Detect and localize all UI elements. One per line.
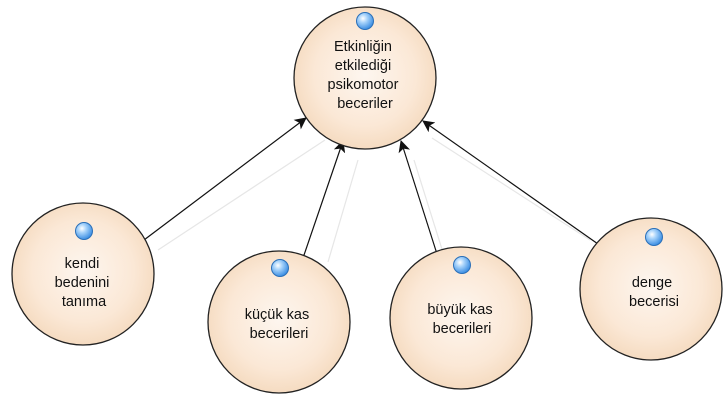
blue-dot-icon [271, 259, 289, 277]
blue-dot-icon [453, 256, 471, 274]
connector-denge [422, 120, 599, 245]
blue-dot-icon [645, 228, 663, 246]
node-label: büyük kas becerileri [427, 302, 496, 337]
node-denge-becerisi[interactable]: denge becerisi [579, 217, 723, 361]
center-node-line: Etkinliğin [334, 39, 392, 55]
center-node-line: beceriler [337, 96, 393, 112]
connector-kucuk-kas [302, 140, 346, 259]
node-line: kendi [65, 256, 100, 272]
node-line: becerileri [433, 321, 492, 337]
node-line: küçük kas [245, 307, 309, 323]
node-label: küçük kas becerileri [245, 307, 314, 342]
center-node-line: etkilediği [335, 58, 391, 74]
ghost-connectors [157, 137, 591, 263]
node-buyuk-kas-becerileri[interactable]: büyük kas becerileri [389, 246, 533, 390]
blue-dot-icon [356, 12, 374, 30]
center-node-line: psikomotor [328, 77, 399, 93]
center-node-label: Etkinliğin etkilediği psikomotor beceril… [328, 39, 403, 112]
node-kendi-bedenini-tanima[interactable]: kendi bedenini tanıma [11, 202, 155, 346]
center-node[interactable]: Etkinliğin etkilediği psikomotor beceril… [293, 6, 437, 150]
connector-kendi-bedenini-tanima [143, 117, 307, 241]
node-label: denge becerisi [629, 275, 679, 310]
node-line: tanıma [62, 294, 107, 310]
node-label: kendi bedenini tanıma [55, 256, 114, 310]
connector-buyuk-kas [398, 140, 438, 255]
node-line: büyük kas [427, 302, 492, 318]
connectors [143, 117, 599, 259]
node-kucuk-kas-becerileri[interactable]: küçük kas becerileri [207, 250, 351, 394]
blue-dot-icon [75, 222, 93, 240]
node-line: becerisi [629, 294, 679, 310]
node-line: becerileri [250, 326, 309, 342]
node-line: bedenini [55, 275, 110, 291]
node-line: denge [632, 275, 672, 291]
